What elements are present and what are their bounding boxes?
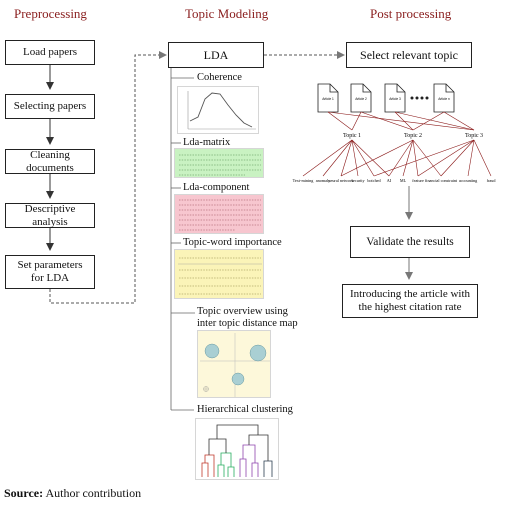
arrow-params-to-lda	[49, 51, 167, 304]
lda-matrix-label: Lda-matrix	[183, 137, 231, 148]
post-processing-title: Post processing	[370, 6, 452, 21]
topic-word-importance-label: Topic-word importance	[183, 237, 282, 248]
selecting-papers-box: Selecting papers	[5, 94, 95, 119]
word-fraud: fraud	[487, 178, 497, 183]
introduce-article-box: Introducing the article with the highest…	[342, 284, 478, 318]
word-financial-constraint: financial constraint	[425, 178, 458, 183]
lda-component-thumbnail	[174, 194, 264, 234]
preprocessing-title: Preprocessing	[14, 6, 87, 21]
topic-3-label: Topic 3	[465, 133, 483, 139]
lda-box: LDA	[168, 42, 264, 68]
validate-results-box: Validate the results	[350, 226, 470, 258]
topic-1-label: Topic 1	[343, 133, 361, 139]
article-2-label: Article 2	[355, 97, 367, 101]
word-ai: AI	[387, 178, 392, 183]
dendrogram-thumbnail	[195, 418, 279, 480]
set-parameters-box: Set parameters for LDA	[5, 255, 95, 289]
lda-component-label: Lda-component	[183, 182, 250, 193]
word-botched: botched	[367, 178, 381, 183]
topic-bubble	[231, 372, 245, 386]
source-label: Source:	[4, 486, 44, 500]
word-feature: feature	[412, 178, 424, 183]
article-3-doc	[384, 83, 406, 113]
descriptive-analysis-box: Descriptive analysis	[5, 203, 95, 228]
article-n-label: Article n	[438, 97, 450, 101]
article-3-label: Article 3	[389, 97, 401, 101]
select-relevant-topic-box: Select relevant topic	[346, 42, 472, 68]
word-neural-network: neural network	[328, 178, 354, 183]
source-text: Author contribution	[43, 486, 142, 500]
article-n-doc	[433, 83, 455, 113]
word-ml: ML	[400, 178, 407, 183]
word-accounting: accounting	[459, 178, 478, 183]
load-papers-box: Load papers	[5, 40, 95, 65]
article-1-doc	[317, 83, 339, 113]
article-1-label: Article 1	[322, 97, 334, 101]
ellipsis-icon	[410, 96, 429, 100]
cleaning-documents-box: Cleaning documents	[5, 149, 95, 174]
word-anomaly: anomaly	[316, 178, 331, 183]
topic-word-table-thumbnail	[174, 249, 264, 299]
source-caption: Source: Author contribution	[4, 486, 141, 501]
distance-map-label: Topic overview using inter topic distanc…	[197, 306, 298, 329]
hierarchical-clustering-label: Hierarchical clustering	[197, 404, 293, 415]
lda-matrix-thumbnail	[174, 148, 264, 178]
topic-bubble	[249, 344, 267, 362]
coherence-plot-thumbnail	[177, 86, 259, 134]
word-text-mining: Text-mining	[293, 178, 315, 183]
distance-map-thumbnail	[197, 330, 271, 398]
topic-2-label: Topic 2	[404, 133, 422, 139]
coherence-label: Coherence	[197, 72, 242, 83]
topic-modeling-title: Topic Modeling	[185, 6, 269, 21]
word-security: security	[351, 178, 365, 183]
article-2-doc	[350, 83, 372, 113]
topic-bubble	[204, 343, 220, 359]
